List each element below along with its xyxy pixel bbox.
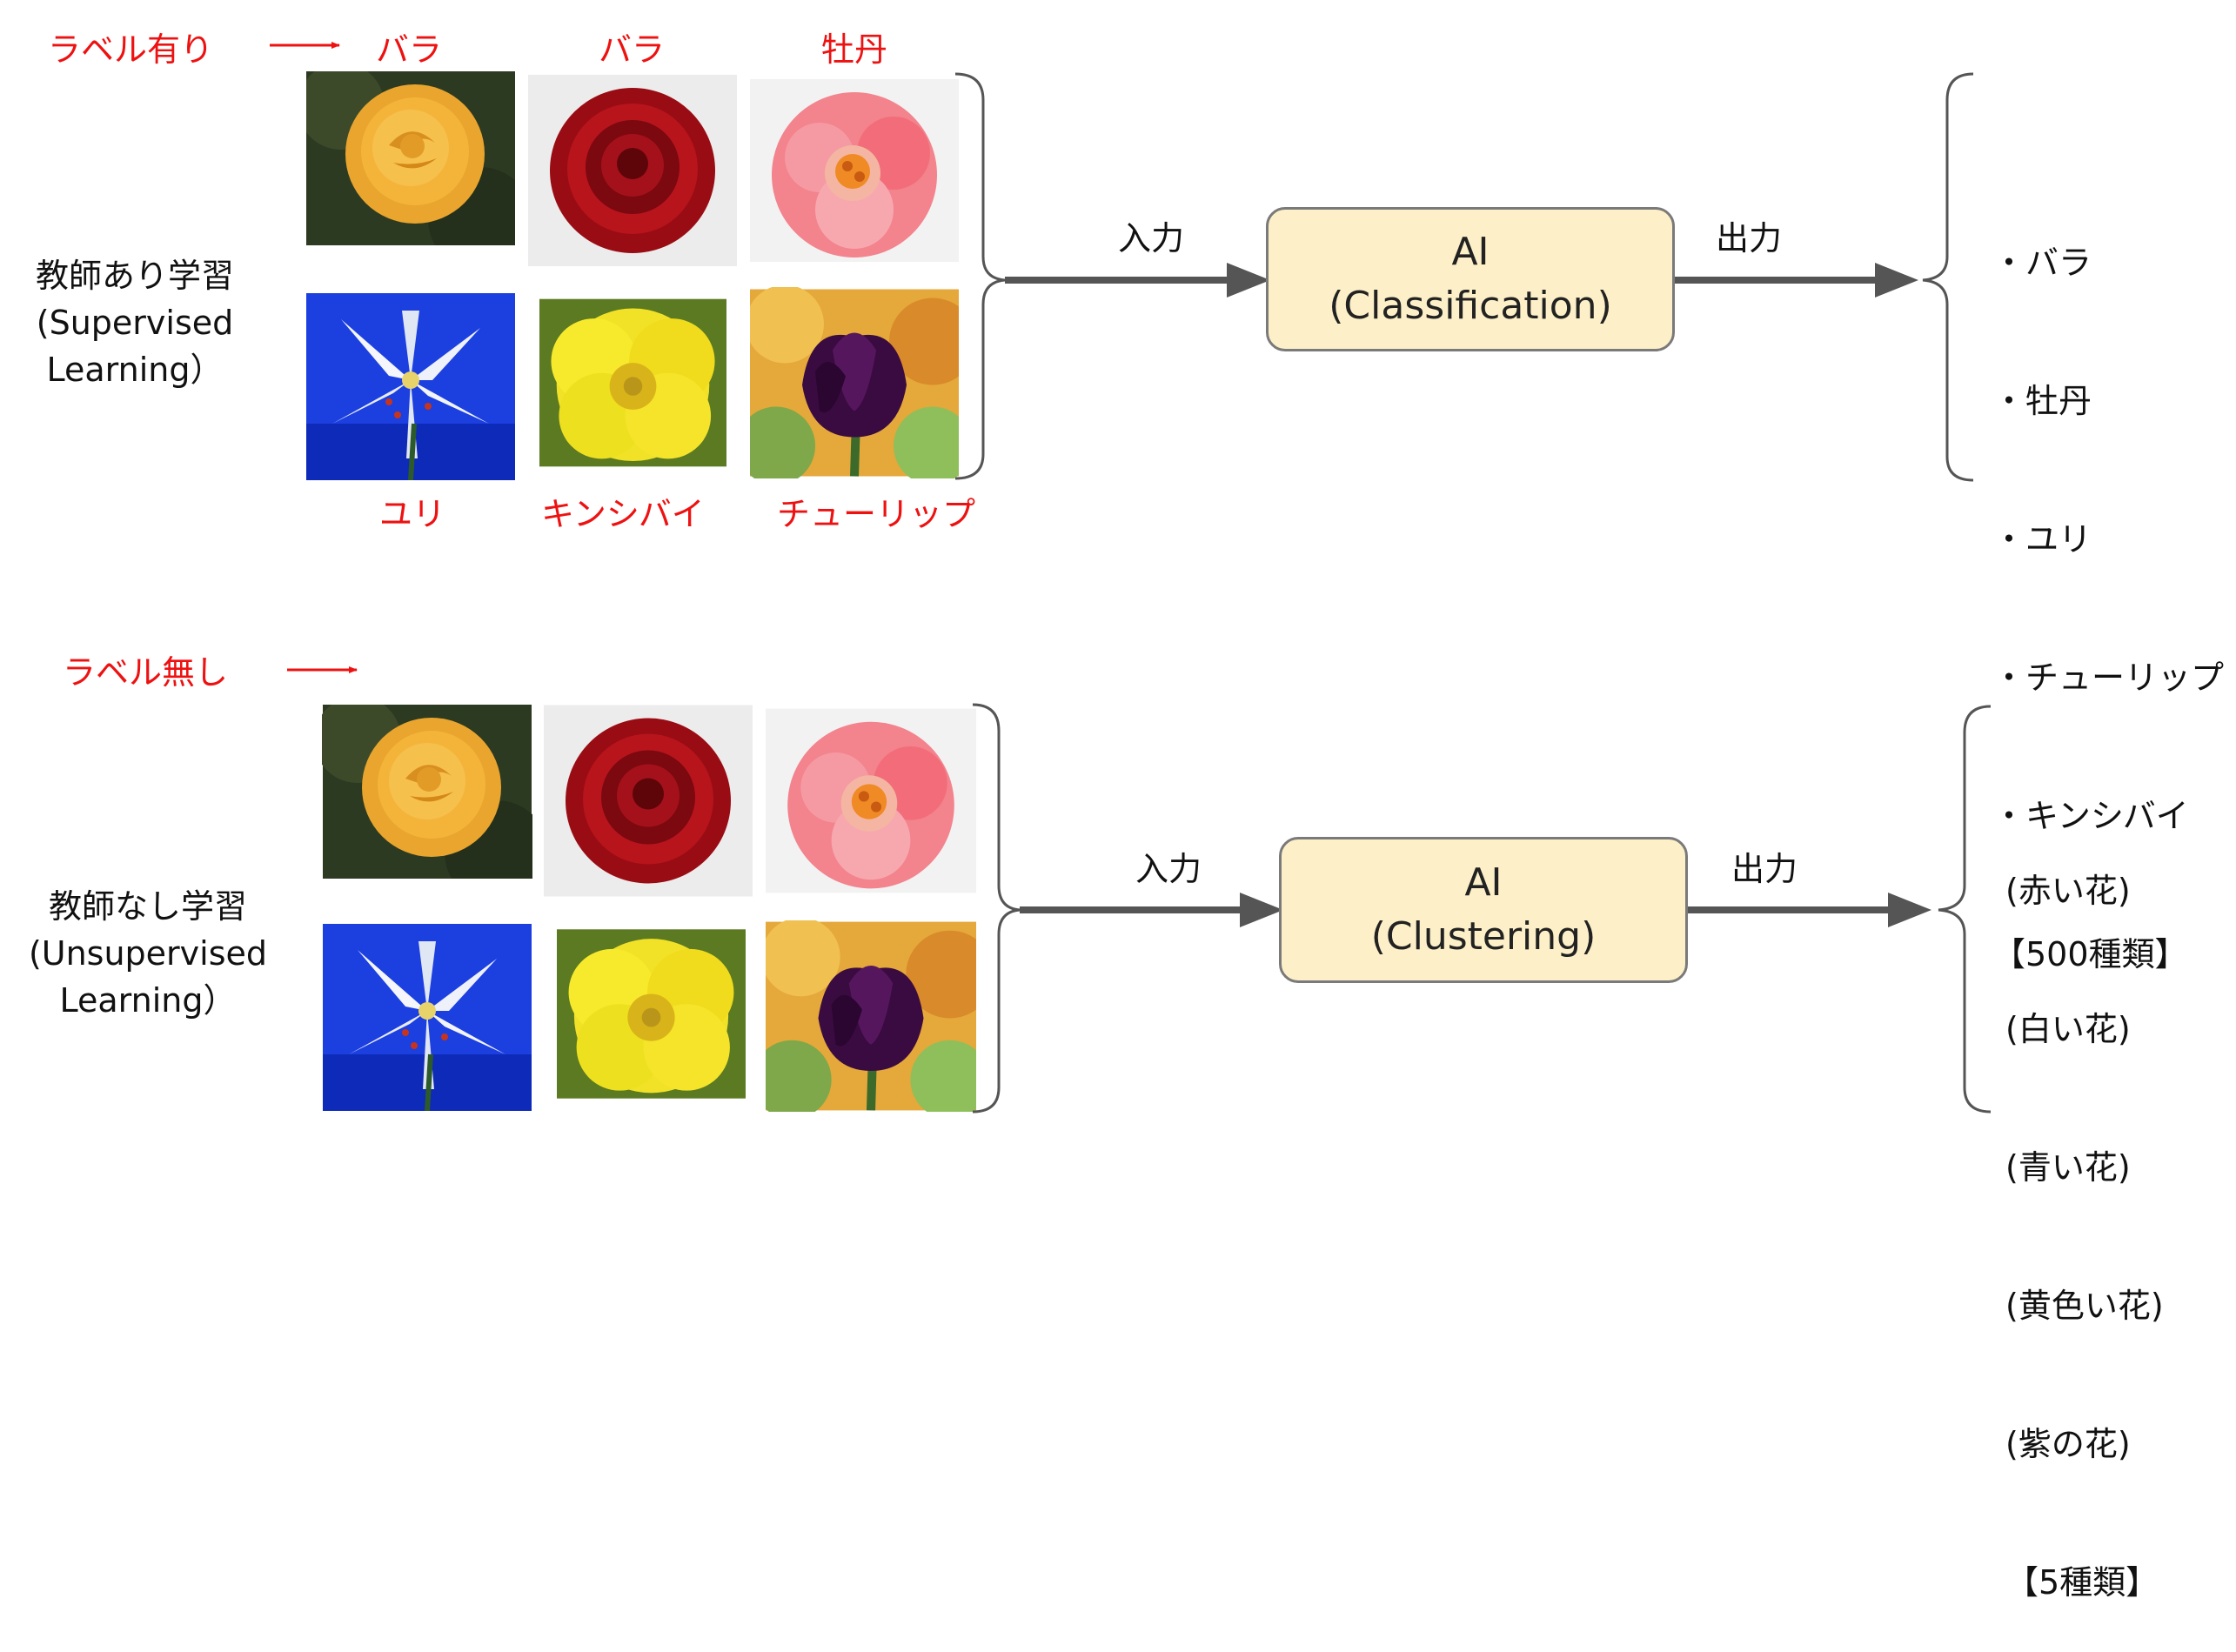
output-item: (青い花) [2005, 1148, 2131, 1187]
ai-clustering-box: AI (Clustering) [1279, 837, 1688, 983]
output-label: 出力 [1731, 850, 1798, 888]
input-bracket [972, 703, 1021, 1114]
peony-image [750, 79, 959, 262]
output-item: (紫の花) [2005, 1425, 2131, 1463]
supervised-image-grid [298, 63, 976, 485]
flower-label: チューリップ [777, 495, 976, 533]
output-arrowhead [1888, 893, 1931, 927]
output-item: (白い花) [2005, 1010, 2131, 1048]
red-rose-image [544, 706, 753, 897]
output-item: ・牡丹 [1992, 382, 2092, 420]
output-item: 【500種類】 [1992, 935, 2188, 973]
peony-image [766, 709, 976, 893]
title-line: Learning） [59, 981, 237, 1020]
diagram-canvas [270, 42, 1992, 1119]
input-label: 入力 [1118, 219, 1185, 257]
ai-box-line: AI [1464, 860, 1503, 905]
tulip-image [753, 918, 994, 1120]
clustering-output-list: (赤い花) (白い花) (青い花) (黄色い花) (紫の花) 【5種類】 [2005, 776, 2164, 1652]
title-line: (Supervised [36, 304, 234, 342]
hypericum-image [539, 299, 726, 467]
unsupervised-image-grid [314, 696, 994, 1119]
input-arrowhead [1227, 263, 1270, 298]
yellow-rose-image [314, 696, 549, 905]
input-label: 入力 [1135, 850, 1202, 888]
output-item: ・キンシバイ [1992, 797, 2189, 835]
title-line: Learning） [46, 351, 224, 389]
ai-classification-box: AI (Classification) [1266, 207, 1675, 351]
title-line: 教師なし学習 [48, 887, 247, 926]
unsupervised-learning-title: 教師なし学習 (Unsupervised Learning） [22, 883, 274, 1024]
output-item: 【5種類】 [2005, 1563, 2159, 1602]
ai-box-line: (Clustering) [1370, 914, 1597, 959]
flower-label: バラ [376, 30, 443, 69]
red-rose-image [528, 75, 737, 266]
title-line: 教師あり学習 [35, 257, 234, 295]
yellow-rose-image [298, 63, 532, 271]
label-marker-unlabeled: ラベル無し [63, 653, 229, 692]
hypericum-image [557, 929, 746, 1098]
output-item: ・ユリ [1992, 520, 2092, 558]
lily-image [323, 924, 532, 1111]
flower-label: ユリ [379, 495, 446, 533]
title-line: (Unsupervised [28, 934, 268, 973]
output-bracket [1922, 72, 1974, 482]
tulip-image [737, 285, 976, 485]
ai-box-line: (Classification) [1329, 284, 1612, 328]
supervised-learning-title: 教師あり学習 (Supervised Learning） [17, 252, 252, 393]
output-item: ・バラ [1992, 244, 2092, 282]
input-bracket [954, 72, 1006, 480]
classification-output-list: ・バラ ・牡丹 ・ユリ ・チューリップ ・キンシバイ 【500種類】 [1992, 148, 2224, 1024]
ai-box-line: AI [1451, 230, 1490, 274]
output-bracket [1938, 705, 1992, 1114]
output-arrowhead [1875, 263, 1918, 298]
flower-label: バラ [599, 30, 666, 69]
input-arrowhead [1240, 893, 1283, 927]
label-marker-labeled: ラベル有り [48, 30, 214, 69]
flower-label: キンシバイ [541, 495, 705, 533]
flower-label: 牡丹 [821, 30, 888, 69]
lily-image [306, 293, 515, 480]
output-label: 出力 [1716, 219, 1783, 257]
output-item: (赤い花) [2005, 872, 2131, 910]
output-item: ・チューリップ [1992, 659, 2225, 697]
output-item: (黄色い花) [2005, 1287, 2164, 1325]
